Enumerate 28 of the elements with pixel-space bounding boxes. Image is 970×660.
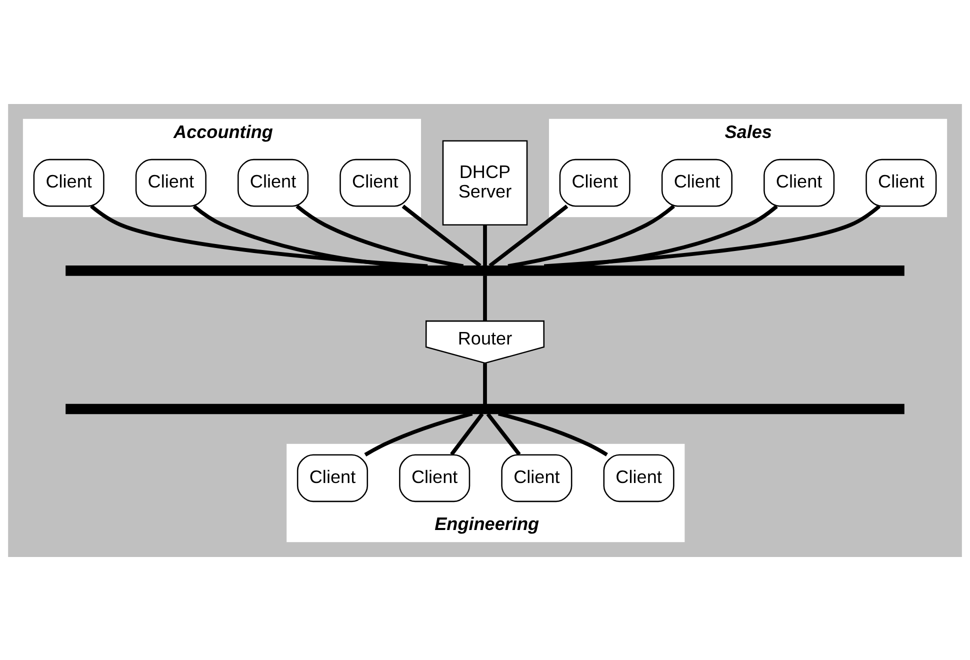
node-box: Client (603, 454, 674, 502)
connector (488, 204, 568, 267)
node-box: Client (296, 454, 368, 502)
node-box: Client (661, 158, 732, 206)
node-box: Client (866, 158, 937, 206)
node-box: Client (33, 158, 104, 206)
connector (90, 204, 428, 268)
connector (450, 412, 484, 456)
node-box: Client (135, 158, 206, 206)
node-box: Client (238, 158, 309, 206)
connector (364, 411, 473, 456)
connector (402, 204, 482, 267)
connector (486, 412, 521, 456)
connector (508, 204, 675, 268)
node-box: DHCP Server (442, 140, 528, 225)
node-box: Client (399, 454, 470, 502)
connector (296, 204, 464, 268)
node-bar (66, 403, 904, 414)
node-bar (66, 265, 904, 276)
connector (483, 224, 487, 266)
connector (483, 275, 487, 320)
node-box: Client (764, 158, 835, 206)
node-box: Client (559, 158, 630, 206)
node-box: Client (501, 454, 572, 502)
connector (544, 204, 881, 268)
connector (483, 362, 487, 404)
connector (498, 411, 608, 456)
node-box: Client (340, 158, 411, 206)
